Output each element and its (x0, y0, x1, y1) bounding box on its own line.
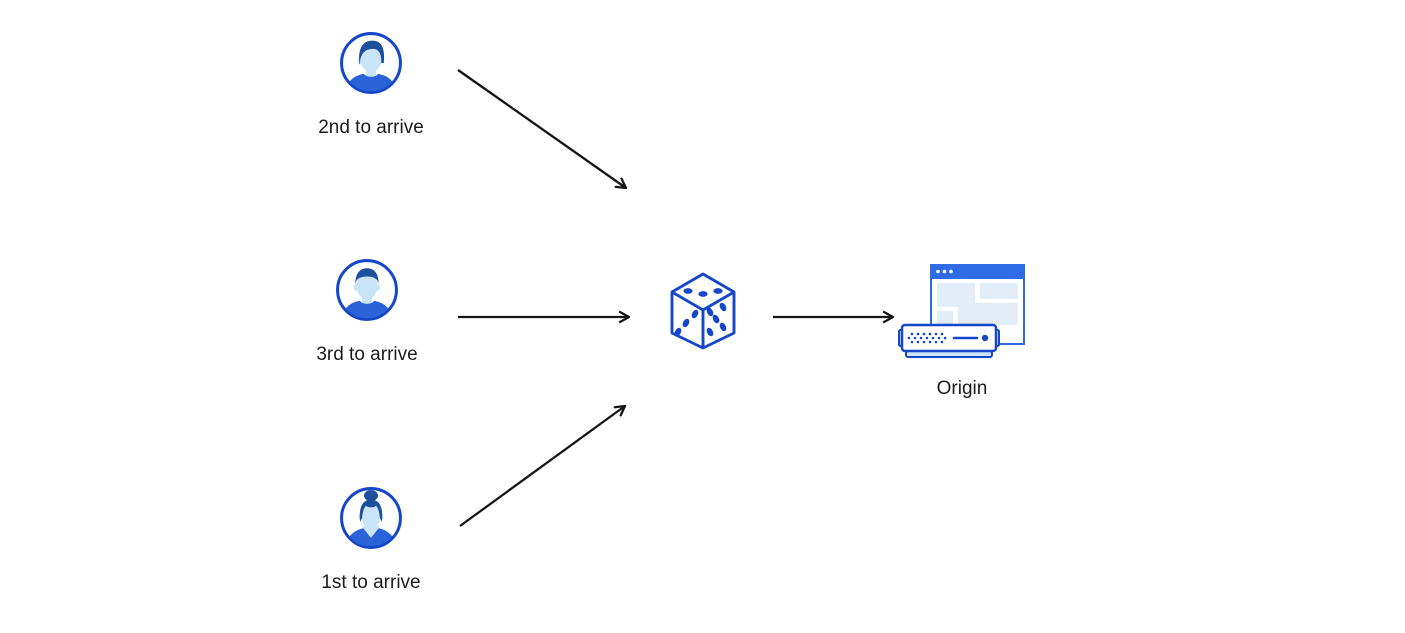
node-user-1st-to-arrive: 1st to arrive (296, 486, 446, 594)
origin-label: Origin (936, 378, 988, 399)
dice-icon (670, 272, 736, 350)
user-avatar-icon (336, 259, 398, 321)
node-user-3rd-to-arrive: 3rd to arrive (292, 258, 442, 366)
node-user-2nd-to-arrive: 2nd to arrive (296, 31, 446, 139)
user-avatar-icon (340, 32, 402, 94)
arrow-user1st-to-dice (459, 404, 627, 527)
node-random-selector (669, 271, 737, 351)
arrow-user2nd-to-dice (457, 69, 628, 190)
user-label: 3rd to arrive (316, 344, 418, 365)
user-label: 2nd to arrive (318, 117, 424, 138)
user-label: 1st to arrive (321, 572, 421, 593)
user-avatar-icon (340, 487, 402, 549)
origin-server-icon (898, 264, 1025, 358)
node-origin: Origin (898, 264, 1026, 400)
